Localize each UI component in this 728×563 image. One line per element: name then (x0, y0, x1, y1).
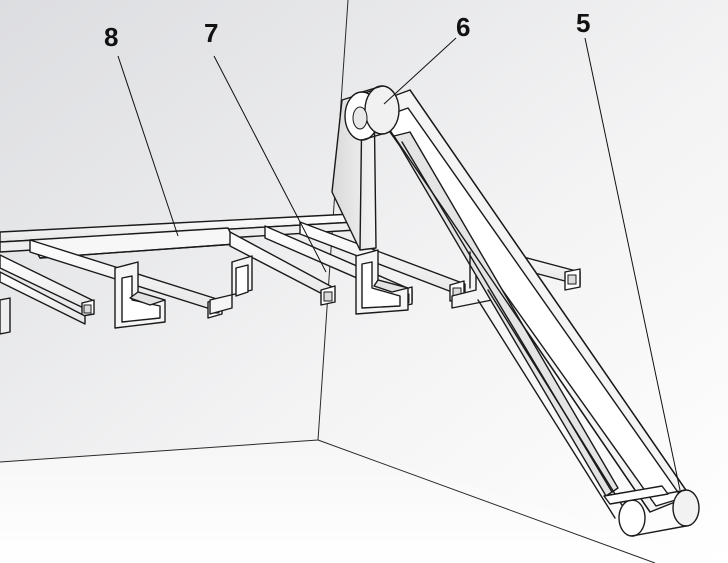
callout-label-7: 7 (204, 18, 218, 48)
bottom-pulley (603, 485, 700, 537)
leader-line-8 (117, 55, 179, 237)
inclined-conveyor (371, 89, 691, 519)
leader-line-6 (383, 37, 457, 105)
callout-labels: 8 7 6 5 (104, 8, 590, 52)
callout-label-5: 5 (576, 8, 590, 38)
leader-line-5 (584, 37, 681, 491)
leader-line-7 (213, 55, 327, 273)
callout-label-6: 6 (456, 12, 470, 42)
callout-label-8: 8 (104, 22, 118, 52)
leader-lines (117, 37, 681, 491)
